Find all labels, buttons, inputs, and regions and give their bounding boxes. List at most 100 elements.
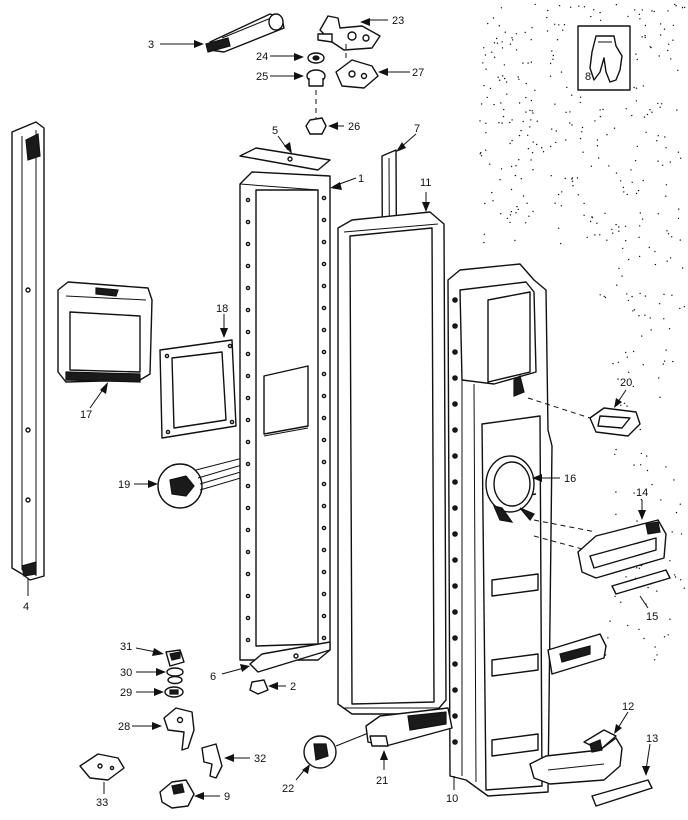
stipple-dot [643, 116, 646, 118]
stipple-dot [633, 492, 635, 494]
leader-3 [160, 40, 204, 48]
callout-19: 19 [118, 479, 130, 491]
frame-hole [321, 349, 327, 355]
stipple-dot [518, 159, 520, 161]
stipple-dot [638, 236, 640, 238]
stipple-dot [529, 126, 531, 128]
liner-hole [452, 687, 458, 693]
stipple-dot [631, 181, 633, 183]
frame-hole [245, 351, 251, 357]
stipple-dot [509, 43, 512, 45]
leader-11 [422, 192, 430, 212]
stipple-dot [498, 79, 501, 82]
part-21-bottom-trim [365, 707, 453, 747]
stipple-dot [630, 169, 632, 171]
frame-hole [245, 637, 251, 643]
stipple-dot [645, 131, 647, 133]
leader-31 [135, 647, 164, 656]
stipple-dot [680, 533, 683, 535]
stipple-dot [631, 295, 633, 298]
leader-9 [194, 792, 220, 800]
stipple-dot [534, 3, 536, 6]
stipple-dot [483, 233, 486, 235]
callout-11: 11 [420, 177, 431, 189]
stipple-dot [565, 111, 567, 114]
stipple-dot [661, 164, 664, 166]
stipple-dot [633, 309, 636, 311]
stipple-dot [501, 41, 503, 43]
stipple-dot [663, 293, 665, 295]
frame-hole [245, 197, 251, 203]
stipple-dot [582, 151, 584, 153]
stipple-dot [510, 211, 513, 213]
stipple-dot [531, 152, 534, 154]
stipple-dot [532, 169, 534, 171]
stipple-dot [659, 34, 662, 36]
stipple-dot [635, 87, 638, 89]
stipple-dot [555, 130, 557, 132]
stipple-dot [532, 112, 534, 114]
stipple-dot [604, 296, 607, 299]
stipple-dot [549, 75, 552, 77]
stipple-dot [659, 396, 661, 398]
part-1-frame-holes [245, 195, 327, 643]
stipple-dot [665, 466, 667, 468]
stipple-dot [496, 42, 499, 44]
stipple-dot [528, 215, 530, 217]
part-16-dispenser-knob [485, 455, 535, 523]
leader-30 [136, 668, 166, 676]
part-23-top-hinge [317, 15, 381, 51]
callout-labels: 1 2 3 4 5 6 7 8 9 10 11 12 13 14 15 16 1… [23, 15, 658, 809]
stipple-dot [618, 230, 620, 232]
stipple-dot [566, 86, 568, 89]
stipple-dot [524, 31, 526, 34]
callout-27: 27 [412, 67, 424, 79]
frame-hole [321, 569, 327, 575]
stipple-dot [626, 293, 628, 295]
stipple-dot [659, 106, 661, 108]
stipple-dot [536, 120, 538, 122]
stipple-dot [615, 513, 617, 515]
frame-hole [245, 285, 251, 291]
stipple-dot [502, 75, 504, 77]
stipple-dot [626, 356, 628, 358]
stipple-dot [504, 31, 506, 33]
stipple-dot [615, 448, 617, 451]
stipple-dot [522, 120, 524, 123]
stipple-dot [509, 121, 511, 124]
frame-hole [245, 219, 251, 225]
stipple-dot [525, 111, 527, 113]
stipple-dot [614, 453, 616, 455]
stipple-dot [560, 242, 562, 245]
part-25-bushing [306, 69, 326, 87]
stipple-dot [479, 153, 481, 155]
callout-25: 25 [256, 71, 268, 83]
stipple-dot [581, 126, 584, 129]
stipple-dot [639, 18, 641, 20]
stipple-dot [590, 220, 592, 223]
stipple-dot [654, 263, 657, 266]
stipple-dot [663, 636, 666, 638]
stipple-dot [673, 479, 675, 481]
stipple-dot [642, 85, 645, 87]
stipple-dot [590, 15, 592, 18]
stipple-dot [578, 5, 580, 7]
stipple-dot [644, 314, 646, 316]
stipple-dot [660, 499, 662, 501]
part-30-washer [166, 667, 184, 685]
stipple-dot [627, 15, 629, 18]
stipple-dot [510, 188, 513, 191]
callout-4: 4 [23, 601, 29, 613]
part-18-frame-panel [159, 339, 237, 439]
stipple-dot [663, 28, 666, 30]
stipple-dot [611, 232, 614, 234]
stipple-dot [606, 239, 608, 241]
part-26-nut [305, 117, 327, 135]
stipple-dot [625, 240, 627, 242]
stipple-dot [555, 141, 557, 144]
part-10-liner-holes [452, 297, 458, 745]
liner-hole [452, 505, 458, 511]
stipple-dot [515, 33, 518, 35]
stipple-dot [483, 47, 485, 49]
stipple-dot [493, 42, 496, 44]
